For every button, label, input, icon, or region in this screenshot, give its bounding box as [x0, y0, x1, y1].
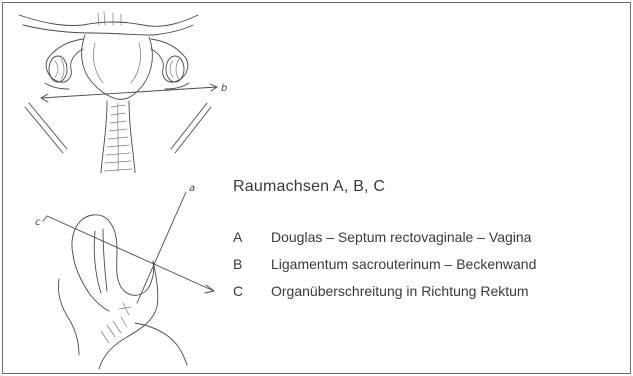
uterine-cavity	[94, 229, 107, 293]
cervix-outline	[73, 255, 109, 311]
axis-a-line	[137, 192, 186, 303]
axis-a-label: a	[189, 183, 195, 194]
legend-text: Ligamentum sacrouterinum – Beckenwand	[271, 256, 536, 272]
uterus-profile	[72, 215, 154, 295]
legend-key: B	[233, 256, 263, 272]
douglas-marker	[119, 303, 131, 315]
legend-text: Douglas – Septum rectovaginale – Vagina	[271, 229, 531, 245]
lower-anatomy-sketch: c a	[3, 3, 230, 373]
legend-text: Organüberschreitung in Richtung Rektum	[271, 283, 529, 299]
axis-c-line	[47, 216, 214, 291]
figure-heading: Raumachsen A, B, C	[233, 178, 385, 196]
axis-c-label: c	[35, 217, 41, 228]
posterior-contour	[99, 261, 158, 369]
legend-key: A	[233, 229, 263, 245]
rectum-profile	[135, 323, 187, 365]
anterior-contour	[58, 279, 79, 355]
axis-c-tail	[43, 216, 47, 221]
legend-key: C	[233, 283, 263, 299]
